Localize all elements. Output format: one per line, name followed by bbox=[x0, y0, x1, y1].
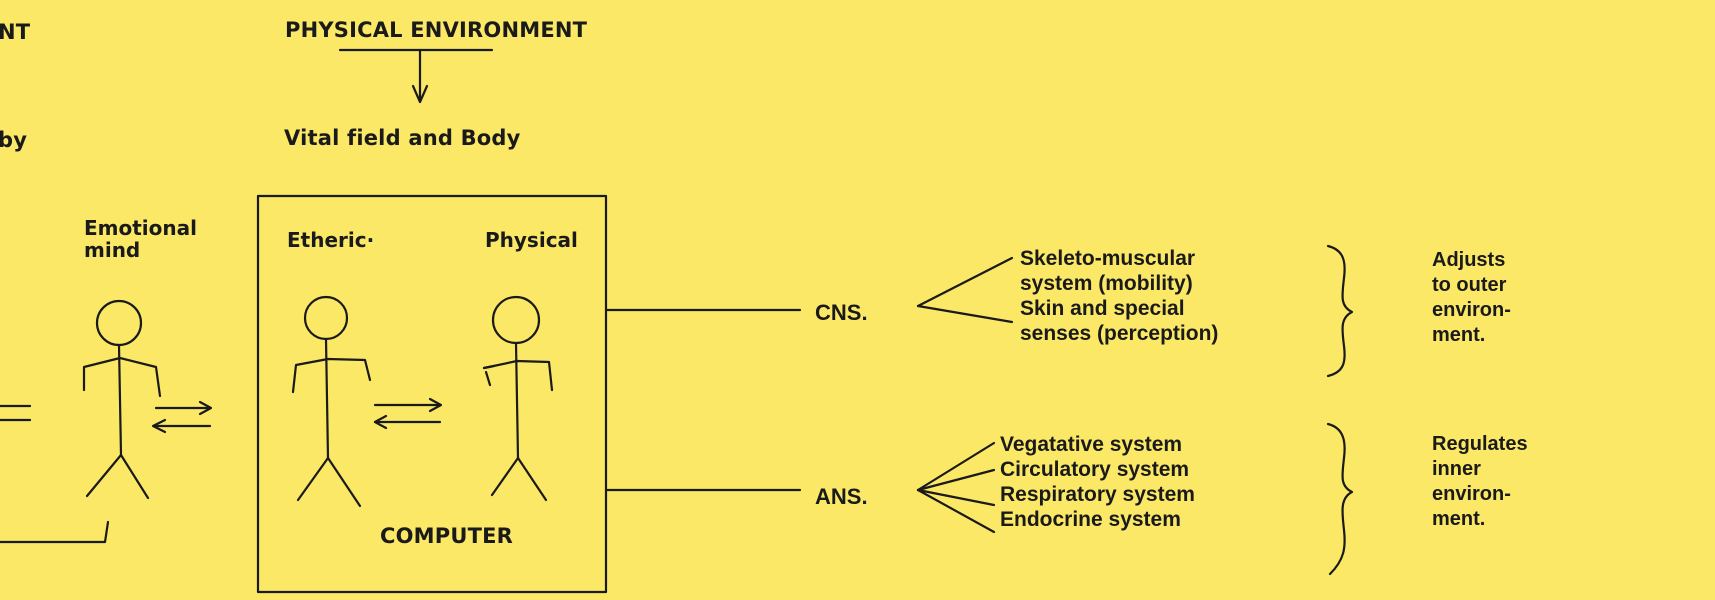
emotional-mind-label: Emotional mind bbox=[84, 217, 197, 261]
cns-effect-text: Adjusts to outer environ- ment. bbox=[1432, 248, 1511, 348]
emotional-label-line1: Emotional bbox=[84, 216, 197, 240]
diagram-title: PHYSICAL ENVIRONMENT bbox=[285, 18, 588, 42]
left-edge-bracket bbox=[0, 520, 110, 544]
diagram-subtitle: Vital field and Body bbox=[284, 126, 521, 150]
emotional-stick-figure bbox=[82, 299, 162, 500]
emotional-label-line2: mind bbox=[84, 238, 141, 262]
cns-systems-list: Skeleto-muscular system (mobility) Skin … bbox=[1020, 246, 1218, 346]
etheric-label: Etheric· bbox=[287, 228, 375, 252]
effect-line: Adjusts bbox=[1432, 249, 1506, 271]
computer-label: COMPUTER bbox=[380, 524, 514, 548]
list-item: senses (perception) bbox=[1020, 322, 1219, 345]
physical-label: Physical bbox=[485, 228, 578, 252]
ans-branch-lines bbox=[916, 441, 996, 534]
list-item: Respiratory system bbox=[1000, 483, 1195, 506]
effect-line: ment. bbox=[1432, 324, 1486, 346]
list-item: Skin and special bbox=[1020, 297, 1185, 320]
list-item: Vegatative system bbox=[1000, 433, 1183, 456]
down-arrow-head bbox=[411, 84, 429, 104]
etheric-physical-exchange-arrows bbox=[373, 397, 443, 430]
physical-stick-figure bbox=[482, 295, 554, 502]
effect-line: Regulates bbox=[1432, 433, 1528, 455]
computer-box bbox=[256, 194, 608, 594]
effect-line: ment. bbox=[1432, 508, 1486, 530]
left-header-fragment: NT bbox=[0, 20, 31, 44]
effect-line: inner bbox=[1432, 458, 1481, 480]
effect-line: environ- bbox=[1432, 483, 1511, 505]
list-item: Skeleto-muscular bbox=[1020, 247, 1196, 270]
ans-label: ANS. bbox=[815, 484, 868, 509]
list-item: system (mobility) bbox=[1020, 272, 1193, 295]
list-item: Endocrine system bbox=[1000, 508, 1181, 531]
effect-line: environ- bbox=[1432, 299, 1511, 321]
cns-curly-brace bbox=[1326, 244, 1354, 378]
ans-systems-list: Vegatative system Circulatory system Res… bbox=[1000, 432, 1195, 532]
left-by-fragment: by bbox=[0, 128, 28, 152]
cns-label: CNS. bbox=[815, 300, 868, 325]
ans-curly-brace bbox=[1326, 422, 1354, 576]
effect-line: to outer bbox=[1432, 274, 1507, 296]
ans-effect-text: Regulates inner environ- ment. bbox=[1432, 432, 1528, 532]
list-item: Circulatory system bbox=[1000, 458, 1190, 481]
cns-branch-lines bbox=[916, 256, 1014, 324]
emotional-etheric-exchange-arrows bbox=[151, 400, 213, 434]
etheric-stick-figure bbox=[291, 295, 372, 508]
